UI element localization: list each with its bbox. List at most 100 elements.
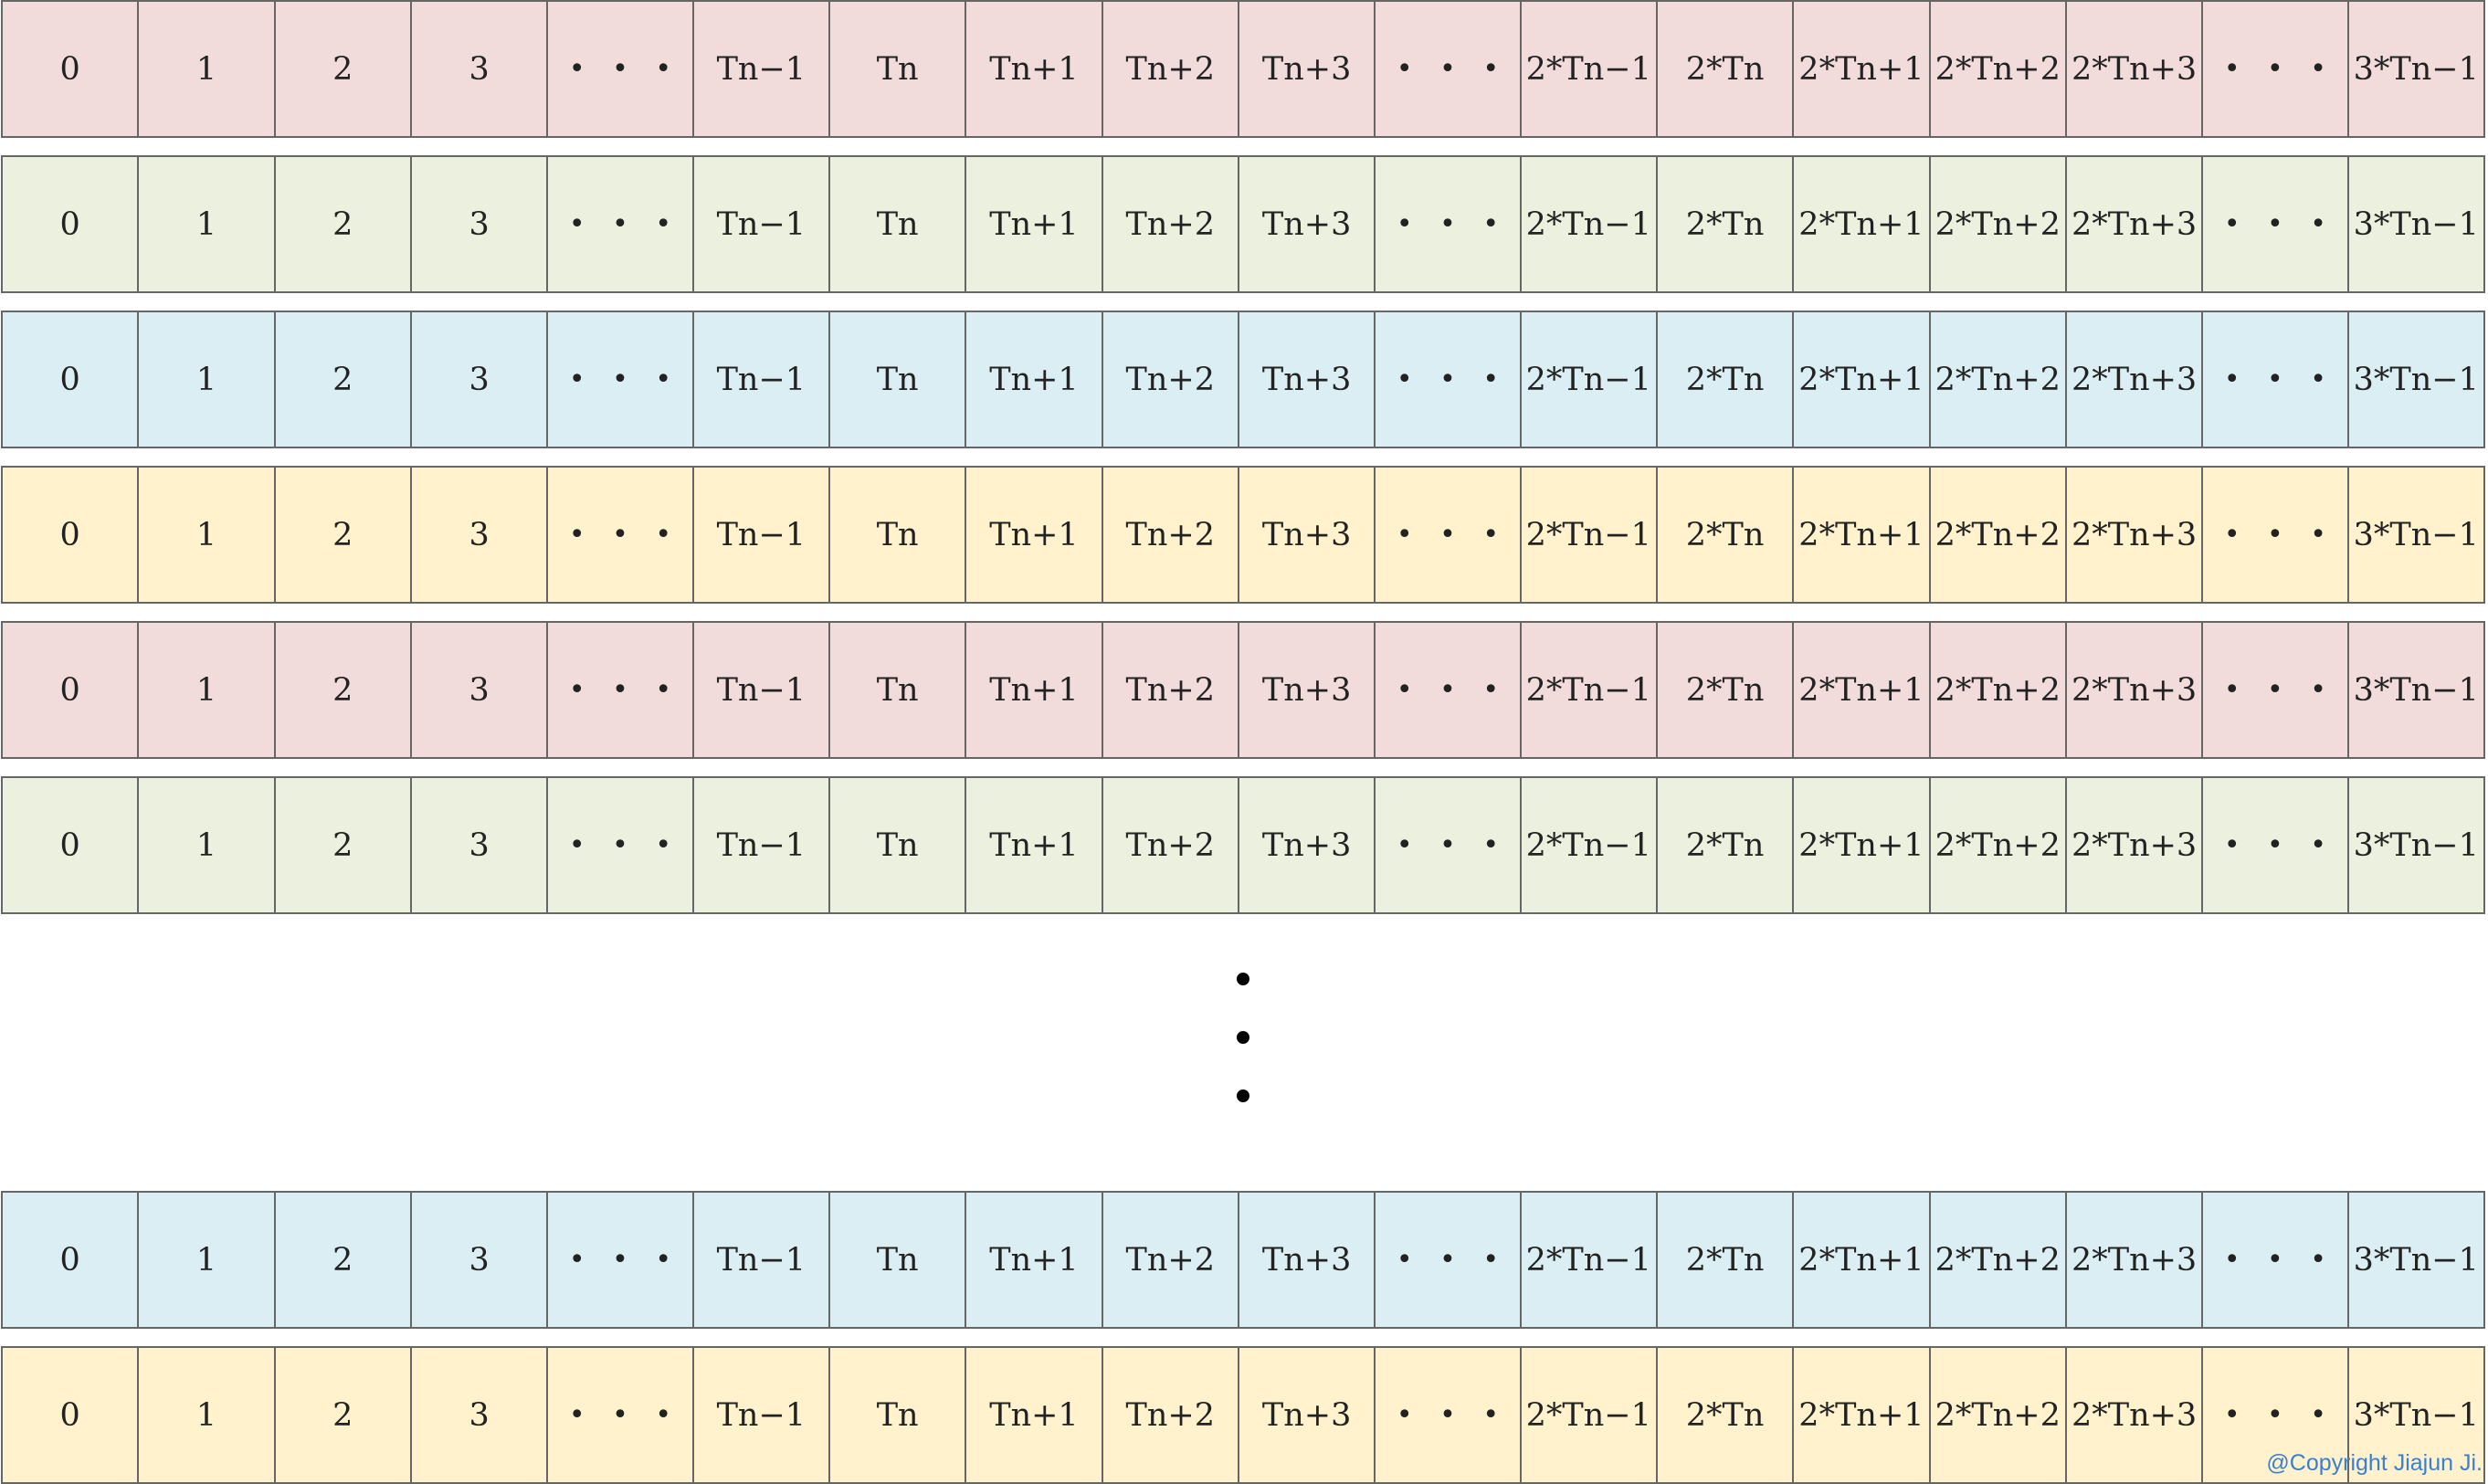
ellipsis-dot — [1237, 1089, 1249, 1102]
index-cell: 2*Tn+1 — [1794, 468, 1931, 602]
index-cell: 2*Tn — [1657, 623, 1795, 757]
index-cell: Tn−1 — [693, 312, 830, 447]
index-cell: Tn−1 — [693, 468, 830, 602]
index-cell: Tn — [829, 468, 967, 602]
index-cell: Tn−1 — [693, 157, 830, 291]
index-cell: 3*Tn−1 — [2348, 1193, 2483, 1327]
index-cell: 2 — [275, 312, 412, 447]
index-cell: 0 — [3, 1348, 140, 1482]
ellipsis-cell: • • • — [548, 778, 694, 912]
ellipsis-cell: • • • — [1376, 1348, 1522, 1482]
index-cell: 1 — [139, 1348, 276, 1482]
index-cell: 3 — [411, 2, 549, 136]
index-cell: 2*Tn+2 — [1930, 468, 2067, 602]
index-cell: 3 — [411, 623, 549, 757]
index-cell: 2*Tn — [1657, 1348, 1795, 1482]
ellipsis-cell: • • • — [1376, 2, 1522, 136]
index-cell: 2*Tn+2 — [1930, 2, 2067, 136]
index-cell: 0 — [3, 312, 140, 447]
ellipsis-cell: • • • — [548, 312, 694, 447]
index-cell: Tn+1 — [966, 778, 1103, 912]
index-cell: 2*Tn−1 — [1521, 1193, 1658, 1327]
index-cell: 2*Tn−1 — [1521, 312, 1658, 447]
index-cell: Tn — [829, 623, 967, 757]
index-cell: 0 — [3, 157, 140, 291]
index-cell: Tn+2 — [1102, 157, 1239, 291]
copyright-watermark: @Copyright Jiajun Ji. — [2266, 1450, 2483, 1476]
index-cell: 2*Tn+1 — [1794, 157, 1931, 291]
index-cell: 2*Tn+1 — [1794, 778, 1931, 912]
index-cell: Tn+1 — [966, 312, 1103, 447]
index-cell: 3*Tn−1 — [2348, 312, 2483, 447]
index-cell: 2*Tn+2 — [1930, 1348, 2067, 1482]
index-cell: 2 — [275, 2, 412, 136]
index-cell: 2*Tn+2 — [1930, 1193, 2067, 1327]
index-cell: 2*Tn+2 — [1930, 778, 2067, 912]
index-cell: Tn−1 — [693, 778, 830, 912]
index-cell: 2 — [275, 1348, 412, 1482]
index-cell: Tn+2 — [1102, 468, 1239, 602]
ellipsis-cell: • • • — [548, 623, 694, 757]
index-cell: Tn−1 — [693, 2, 830, 136]
ellipsis-cell: • • • — [548, 1193, 694, 1327]
index-cell: 2*Tn+2 — [1930, 312, 2067, 447]
index-cell: 2*Tn−1 — [1521, 778, 1658, 912]
index-cell: 2*Tn+1 — [1794, 623, 1931, 757]
index-cell: Tn−1 — [693, 1348, 830, 1482]
index-cell: Tn+2 — [1102, 1193, 1239, 1327]
ellipsis-cell: • • • — [2203, 1348, 2349, 1482]
ellipsis-cell: • • • — [1376, 778, 1522, 912]
index-cell: 2 — [275, 623, 412, 757]
index-cell: 2 — [275, 778, 412, 912]
index-cell: 2*Tn+3 — [2066, 312, 2204, 447]
index-cell: Tn+2 — [1102, 2, 1239, 136]
index-cell: 2*Tn — [1657, 2, 1795, 136]
index-cell: Tn — [829, 312, 967, 447]
index-cell: 2*Tn+2 — [1930, 157, 2067, 291]
ellipsis-cell: • • • — [1376, 623, 1522, 757]
index-cell: Tn — [829, 1348, 967, 1482]
index-cell: Tn+3 — [1239, 157, 1376, 291]
index-cell: 3*Tn−1 — [2348, 623, 2483, 757]
index-cell: 0 — [3, 2, 140, 136]
index-cell: Tn−1 — [693, 1193, 830, 1327]
index-cell: Tn+2 — [1102, 778, 1239, 912]
index-cell: 1 — [139, 2, 276, 136]
index-cell: 3*Tn−1 — [2348, 2, 2483, 136]
index-cell: 2*Tn — [1657, 312, 1795, 447]
index-cell: Tn+2 — [1102, 312, 1239, 447]
index-cell: 2*Tn+1 — [1794, 1193, 1931, 1327]
index-cell: 2*Tn+3 — [2066, 1193, 2204, 1327]
index-cell: 3*Tn−1 — [2348, 778, 2483, 912]
index-cell: Tn — [829, 157, 967, 291]
index-cell: 3 — [411, 778, 549, 912]
index-cell: 0 — [3, 1193, 140, 1327]
index-cell: 2*Tn — [1657, 1193, 1795, 1327]
ellipsis-cell: • • • — [1376, 157, 1522, 291]
ellipsis-cell: • • • — [2203, 2, 2349, 136]
index-cell: 2*Tn+2 — [1930, 623, 2067, 757]
index-cell: 3 — [411, 312, 549, 447]
index-cell: 3 — [411, 1348, 549, 1482]
ellipsis-cell: • • • — [2203, 778, 2349, 912]
index-cell: 2*Tn+3 — [2066, 623, 2204, 757]
ellipsis-cell: • • • — [2203, 312, 2349, 447]
index-cell: 2*Tn+1 — [1794, 2, 1931, 136]
index-cell: 2*Tn−1 — [1521, 1348, 1658, 1482]
ellipsis-cell: • • • — [548, 157, 694, 291]
index-cell: 2*Tn — [1657, 778, 1795, 912]
index-cell: Tn+3 — [1239, 778, 1376, 912]
index-cell: 2*Tn+3 — [2066, 468, 2204, 602]
ellipsis-cell: • • • — [1376, 1193, 1522, 1327]
ellipsis-cell: • • • — [2203, 623, 2349, 757]
ellipsis-dot — [1237, 1031, 1249, 1044]
index-cell: Tn+1 — [966, 1193, 1103, 1327]
index-cell: Tn+1 — [966, 468, 1103, 602]
index-cell: 1 — [139, 1193, 276, 1327]
index-cell: Tn+3 — [1239, 468, 1376, 602]
